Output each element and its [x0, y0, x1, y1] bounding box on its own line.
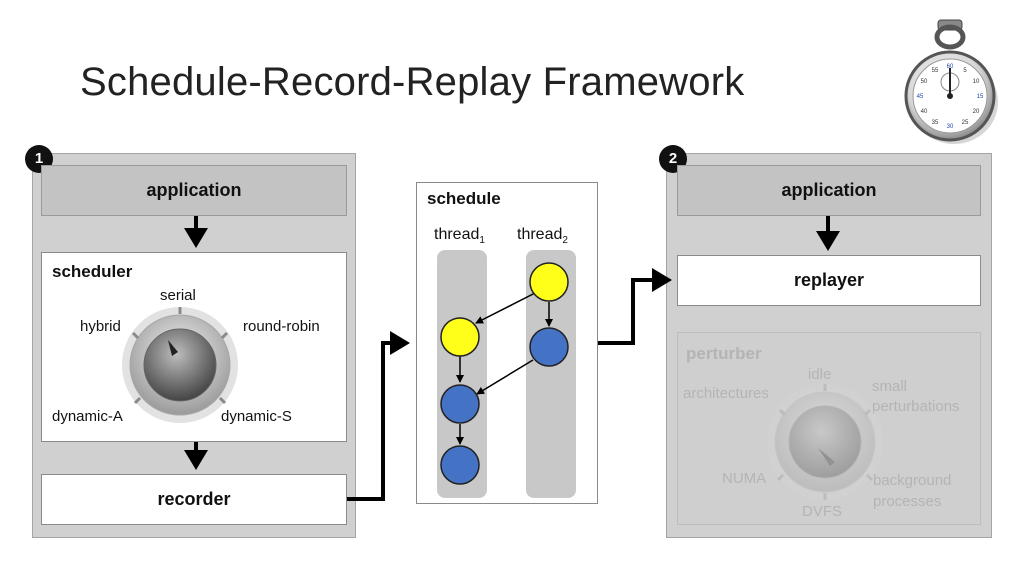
perturber-option-dvfs: DVFS [802, 503, 843, 520]
arrow-recorder-to-schedule [347, 331, 410, 501]
stopwatch-dial-number: 50 [921, 79, 928, 85]
thread2-name: thread [517, 226, 563, 243]
thread1-name: thread [434, 226, 480, 243]
perturber-option-small-perturbations: small perturbations [872, 377, 960, 417]
perturber-title: perturber [686, 344, 762, 363]
stopwatch-dial-number: 30 [947, 124, 954, 130]
perturber-option-background-processes: background processes [873, 470, 951, 512]
replayer-box: replayer [677, 255, 981, 306]
perturber-option-numa: NUMA [722, 470, 767, 487]
application-box: application [677, 165, 981, 216]
stopwatch-dial-number: 35 [932, 120, 939, 126]
stopwatch-dial-number: 40 [921, 109, 928, 115]
scheduler-option-dynamic-s: dynamic-S [221, 408, 292, 425]
stopwatch-dial-number: 25 [962, 120, 969, 126]
schedule-graph [440, 262, 569, 485]
background-line1: background [873, 472, 952, 489]
thread1-subscript: 1 [479, 235, 485, 247]
stopwatch-dial-number: 45 [917, 94, 924, 100]
perturber-option-idle: idle [808, 366, 832, 383]
stopwatch-dial-number: 10 [973, 79, 980, 85]
stopwatch-dial-number: 5 [963, 68, 967, 74]
arrow-schedule-to-replayer [598, 268, 672, 345]
small-line1: small [872, 378, 908, 395]
schedule-node-t2-2 [529, 327, 569, 367]
stopwatch-icon: 60 5 10 15 20 25 30 35 40 45 50 55 [904, 19, 998, 144]
scheduler-option-dynamic-a: dynamic-A [52, 408, 123, 425]
small-line2: perturbations [872, 398, 960, 415]
stopwatch-dial-number: 55 [932, 68, 939, 74]
perturber-option-architectures: architectures [683, 385, 769, 402]
thread2-label: thread2 [517, 226, 568, 246]
stopwatch-dial-number: 20 [973, 109, 980, 115]
schedule-node-t1-1 [440, 317, 480, 357]
schedule-node-t1-2 [440, 384, 480, 424]
schedule-node-t2-1 [529, 262, 569, 302]
stopwatch-dial-number: 15 [977, 94, 984, 100]
scheduler-option-round-robin: round-robin [243, 318, 320, 335]
thread1-label: thread1 [434, 226, 485, 246]
recorder-box: recorder [41, 474, 347, 525]
perturber-knob-icon [767, 384, 883, 500]
scheduler-knob-icon [122, 307, 238, 423]
schedule-node-t1-3 [440, 445, 480, 485]
schedule-title: schedule [427, 189, 501, 208]
background-line2: processes [873, 493, 942, 510]
stopwatch-dial-number: 60 [947, 64, 954, 70]
application-box: application [41, 165, 347, 216]
thread2-subscript: 2 [562, 235, 568, 247]
scheduler-option-hybrid: hybrid [80, 318, 121, 335]
scheduler-option-serial: serial [160, 287, 196, 304]
scheduler-title: scheduler [52, 262, 133, 281]
page-title: Schedule-Record-Replay Framework [80, 60, 745, 104]
